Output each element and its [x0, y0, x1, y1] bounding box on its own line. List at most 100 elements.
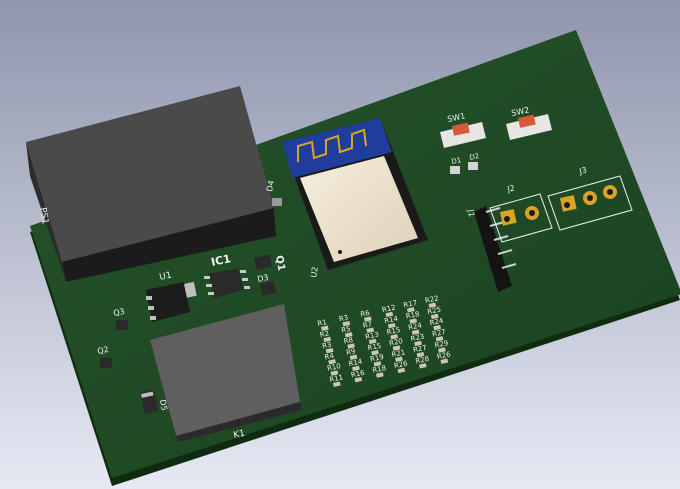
resistor-r2[interactable]: R2 [319, 329, 332, 343]
resistor-body [438, 347, 446, 353]
resistor-label: R8 [343, 336, 354, 346]
resistor-body [419, 363, 427, 369]
resistor-r21[interactable]: R21 [391, 348, 406, 362]
resistor-r11[interactable]: R11 [329, 373, 344, 387]
resistor-r3[interactable]: R3 [322, 341, 334, 354]
resistor-r13[interactable]: R13 [365, 330, 380, 345]
transistor-q3[interactable]: Q3 [113, 307, 128, 330]
resistor-label: R18 [405, 310, 420, 321]
label-sw1: SW1 [447, 111, 467, 124]
pushbutton-sw1[interactable]: SW1 [440, 111, 486, 148]
resistor-r3[interactable]: R3 [338, 314, 351, 327]
resistor-label: R20 [388, 337, 403, 348]
led-d1[interactable]: D1 [450, 156, 462, 174]
power-supply-ps1[interactable]: PS1 [26, 86, 276, 282]
resistor-r8[interactable]: R8 [343, 336, 355, 349]
resistor-label: R15 [367, 342, 382, 353]
resistor-r15[interactable]: R15 [367, 342, 382, 356]
label-k1: K1 [233, 429, 246, 441]
resistor-r29[interactable]: R29 [434, 339, 449, 353]
resistor-r10[interactable]: R10 [326, 362, 341, 376]
resistor-body [344, 332, 353, 338]
resistor-r23[interactable]: R23 [410, 332, 425, 347]
resistor-label: R17 [403, 299, 418, 310]
diode-d5[interactable]: D5 [140, 389, 169, 414]
transistor-q1[interactable]: Q1 [254, 255, 287, 272]
resistor-label: R12 [381, 303, 396, 314]
resistor-r19[interactable]: R19 [369, 353, 384, 367]
resistor-r25[interactable]: R25 [427, 305, 442, 320]
resistor-body [392, 345, 401, 351]
resistor-r22[interactable]: R22 [424, 294, 439, 308]
resistor-r14[interactable]: R14 [348, 357, 364, 372]
resistor-r17[interactable]: R17 [403, 299, 418, 313]
resistor-body [440, 358, 449, 364]
resistor-body [354, 376, 363, 383]
resistor-body [397, 367, 406, 374]
resistor-r5[interactable]: R5 [341, 325, 353, 338]
label-j2: J2 [506, 184, 516, 195]
resistor-label: R2 [319, 329, 330, 339]
resistor-label: R27 [431, 328, 446, 339]
label-j3: J3 [578, 166, 588, 177]
resistor-body [371, 349, 379, 356]
resistor-r9[interactable]: R9 [345, 347, 358, 360]
resistor-r15[interactable]: R15 [386, 326, 401, 340]
resistor-body [349, 354, 358, 360]
label-d4: D4 [265, 180, 276, 193]
resistor-r7[interactable]: R7 [362, 320, 375, 333]
resistor-body [428, 302, 437, 308]
resistor-r20[interactable]: R20 [388, 337, 404, 351]
resistor-r18[interactable]: R18 [372, 364, 387, 378]
resistor-body [333, 381, 341, 387]
resistor-body [409, 318, 418, 324]
resistor-label: R13 [365, 330, 380, 341]
resistor-r28[interactable]: R28 [415, 355, 430, 369]
resistor-body [435, 336, 444, 342]
label-j1: J1 [466, 208, 476, 218]
wifi-module-u2[interactable]: U2 [282, 118, 428, 278]
resistor-label: R21 [391, 348, 406, 359]
resistor-r26[interactable]: R26 [436, 350, 452, 364]
resistor-label: R16 [350, 369, 366, 380]
regulator-u1[interactable]: U1 [146, 271, 197, 322]
resistor-label: R18 [372, 364, 387, 375]
resistor-r27[interactable]: R27 [412, 344, 427, 358]
chip-ic1[interactable]: IC1 [204, 252, 250, 298]
resistor-r18[interactable]: R18 [405, 310, 420, 324]
resistor-body [342, 320, 351, 327]
resistor-label: R11 [329, 373, 344, 384]
pushbutton-sw2[interactable]: SW2 [506, 105, 552, 140]
diode-d3[interactable]: D3 [257, 273, 277, 296]
resistor-body [390, 334, 398, 340]
resistor-label: R6 [360, 309, 371, 319]
resistor-array: R1R2R3R4R10R11R3R5R8R9R14R16R6R7R13R15R1… [317, 294, 452, 387]
resistor-r26[interactable]: R26 [393, 359, 409, 374]
relay-k1[interactable]: K1 [150, 304, 302, 442]
resistor-r27[interactable]: R27 [431, 328, 447, 342]
resistor-r16[interactable]: R16 [350, 369, 366, 383]
terminal-j2[interactable]: J2 [489, 184, 553, 243]
resistor-label: R26 [393, 359, 409, 370]
resistor-body [387, 322, 396, 329]
resistor-r24[interactable]: R24 [429, 317, 445, 331]
transistor-q2[interactable]: Q2 [97, 345, 112, 368]
resistor-label: R29 [434, 339, 449, 350]
resistor-r14[interactable]: R14 [384, 315, 400, 329]
resistor-r12[interactable]: R12 [381, 303, 396, 318]
resistor-r1[interactable]: R1 [317, 318, 329, 331]
resistor-body [407, 307, 415, 313]
label-ps1: PS1 [37, 207, 50, 225]
resistor-r6[interactable]: R6 [360, 309, 372, 322]
resistor-body [433, 324, 441, 331]
terminal-j3[interactable]: J3 [547, 166, 633, 231]
resistor-body [414, 340, 422, 347]
diode-d4[interactable]: D4 [265, 180, 282, 206]
resistor-r24[interactable]: R24 [408, 321, 424, 335]
resistor-r4[interactable]: R4 [324, 352, 336, 365]
resistor-label: R1 [317, 318, 328, 328]
resistor-label: R24 [429, 317, 445, 328]
resistor-label: R25 [427, 305, 442, 316]
led-d2[interactable]: D2 [468, 152, 480, 170]
